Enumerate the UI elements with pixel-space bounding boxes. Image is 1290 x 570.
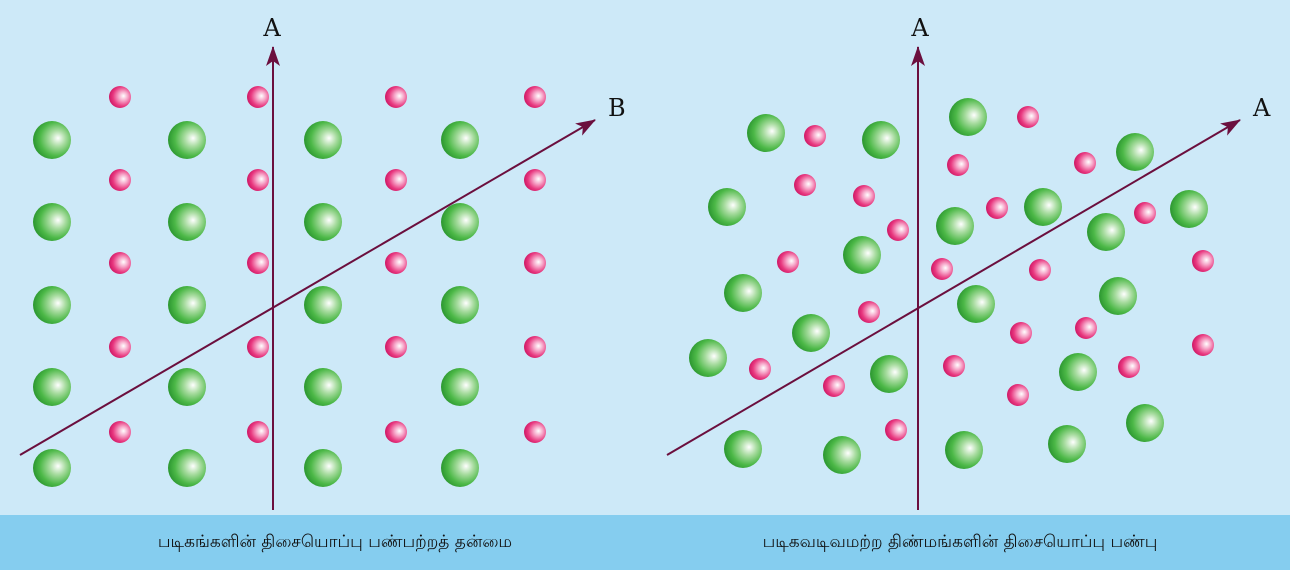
pink-sphere-icon: [524, 421, 546, 443]
green-sphere-icon: [441, 449, 479, 487]
pink-sphere-icon: [385, 252, 407, 274]
green-sphere-icon: [304, 449, 342, 487]
green-sphere-icon: [1099, 277, 1137, 315]
green-sphere-icon: [33, 121, 71, 159]
pink-sphere-icon: [385, 421, 407, 443]
green-sphere-icon: [168, 203, 206, 241]
green-sphere-icon: [1170, 190, 1208, 228]
pink-sphere-icon: [109, 421, 131, 443]
pink-sphere-icon: [885, 419, 907, 441]
green-sphere-icon: [724, 430, 762, 468]
pink-sphere-icon: [931, 258, 953, 280]
green-sphere-icon: [1087, 213, 1125, 251]
green-sphere-icon: [1126, 404, 1164, 442]
pink-sphere-icon: [524, 336, 546, 358]
green-sphere-icon: [949, 98, 987, 136]
pink-sphere-icon: [385, 86, 407, 108]
green-sphere-icon: [724, 274, 762, 312]
pink-sphere-icon: [1134, 202, 1156, 224]
pink-sphere-icon: [1192, 334, 1214, 356]
pink-sphere-icon: [109, 252, 131, 274]
amorphous-caption: படிகவடிவமற்ற திண்மங்களின் திசையொப்பு பண்…: [650, 515, 1270, 570]
diagram-background: [0, 0, 1290, 515]
green-sphere-icon: [441, 121, 479, 159]
green-sphere-icon: [441, 203, 479, 241]
green-sphere-icon: [168, 449, 206, 487]
pink-sphere-icon: [385, 336, 407, 358]
pink-sphere-icon: [1007, 384, 1029, 406]
pink-sphere-icon: [109, 336, 131, 358]
pink-sphere-icon: [887, 219, 909, 241]
pink-sphere-icon: [794, 174, 816, 196]
pink-sphere-icon: [1075, 317, 1097, 339]
pink-sphere-icon: [853, 185, 875, 207]
green-sphere-icon: [33, 449, 71, 487]
pink-sphere-icon: [524, 252, 546, 274]
diagram-canvas: A B A A: [0, 0, 1290, 515]
green-sphere-icon: [843, 236, 881, 274]
pink-sphere-icon: [1010, 322, 1032, 344]
green-sphere-icon: [708, 188, 746, 226]
green-sphere-icon: [689, 339, 727, 377]
pink-sphere-icon: [1192, 250, 1214, 272]
green-sphere-icon: [747, 114, 785, 152]
pink-sphere-icon: [247, 336, 269, 358]
green-sphere-icon: [168, 368, 206, 406]
pink-sphere-icon: [947, 154, 969, 176]
pink-sphere-icon: [823, 375, 845, 397]
green-sphere-icon: [1059, 353, 1097, 391]
pink-sphere-icon: [777, 251, 799, 273]
vertical-direction-label: A: [262, 14, 281, 42]
green-sphere-icon: [33, 203, 71, 241]
pink-sphere-icon: [1017, 106, 1039, 128]
pink-sphere-icon: [1118, 356, 1140, 378]
pink-sphere-icon: [943, 355, 965, 377]
pink-sphere-icon: [385, 169, 407, 191]
caption-bar: படிகங்களின் திசையொப்பு பண்பற்றத் தன்மை ப…: [0, 515, 1290, 570]
green-sphere-icon: [441, 368, 479, 406]
green-sphere-icon: [304, 203, 342, 241]
pink-sphere-icon: [109, 86, 131, 108]
pink-sphere-icon: [524, 169, 546, 191]
pink-sphere-icon: [247, 252, 269, 274]
green-sphere-icon: [1024, 188, 1062, 226]
green-sphere-icon: [168, 286, 206, 324]
vertical-direction-label: A: [910, 14, 929, 42]
pink-sphere-icon: [1074, 152, 1096, 174]
pink-sphere-icon: [524, 86, 546, 108]
pink-sphere-icon: [109, 169, 131, 191]
pink-sphere-icon: [749, 358, 771, 380]
pink-sphere-icon: [804, 125, 826, 147]
green-sphere-icon: [33, 368, 71, 406]
green-sphere-icon: [945, 431, 983, 469]
green-sphere-icon: [870, 355, 908, 393]
green-sphere-icon: [33, 286, 71, 324]
green-sphere-icon: [957, 285, 995, 323]
diagonal-direction-label: B: [608, 94, 626, 122]
pink-sphere-icon: [858, 301, 880, 323]
green-sphere-icon: [1116, 133, 1154, 171]
green-sphere-icon: [823, 436, 861, 474]
pink-sphere-icon: [1029, 259, 1051, 281]
green-sphere-icon: [792, 314, 830, 352]
pink-sphere-icon: [247, 169, 269, 191]
green-sphere-icon: [441, 286, 479, 324]
green-sphere-icon: [304, 286, 342, 324]
green-sphere-icon: [1048, 425, 1086, 463]
green-sphere-icon: [304, 368, 342, 406]
pink-sphere-icon: [986, 197, 1008, 219]
green-sphere-icon: [936, 207, 974, 245]
green-sphere-icon: [304, 121, 342, 159]
green-sphere-icon: [168, 121, 206, 159]
crystalline-caption: படிகங்களின் திசையொப்பு பண்பற்றத் தன்மை: [40, 515, 630, 570]
green-sphere-icon: [862, 121, 900, 159]
pink-sphere-icon: [247, 421, 269, 443]
pink-sphere-icon: [247, 86, 269, 108]
diagonal-direction-label: A: [1252, 94, 1271, 122]
